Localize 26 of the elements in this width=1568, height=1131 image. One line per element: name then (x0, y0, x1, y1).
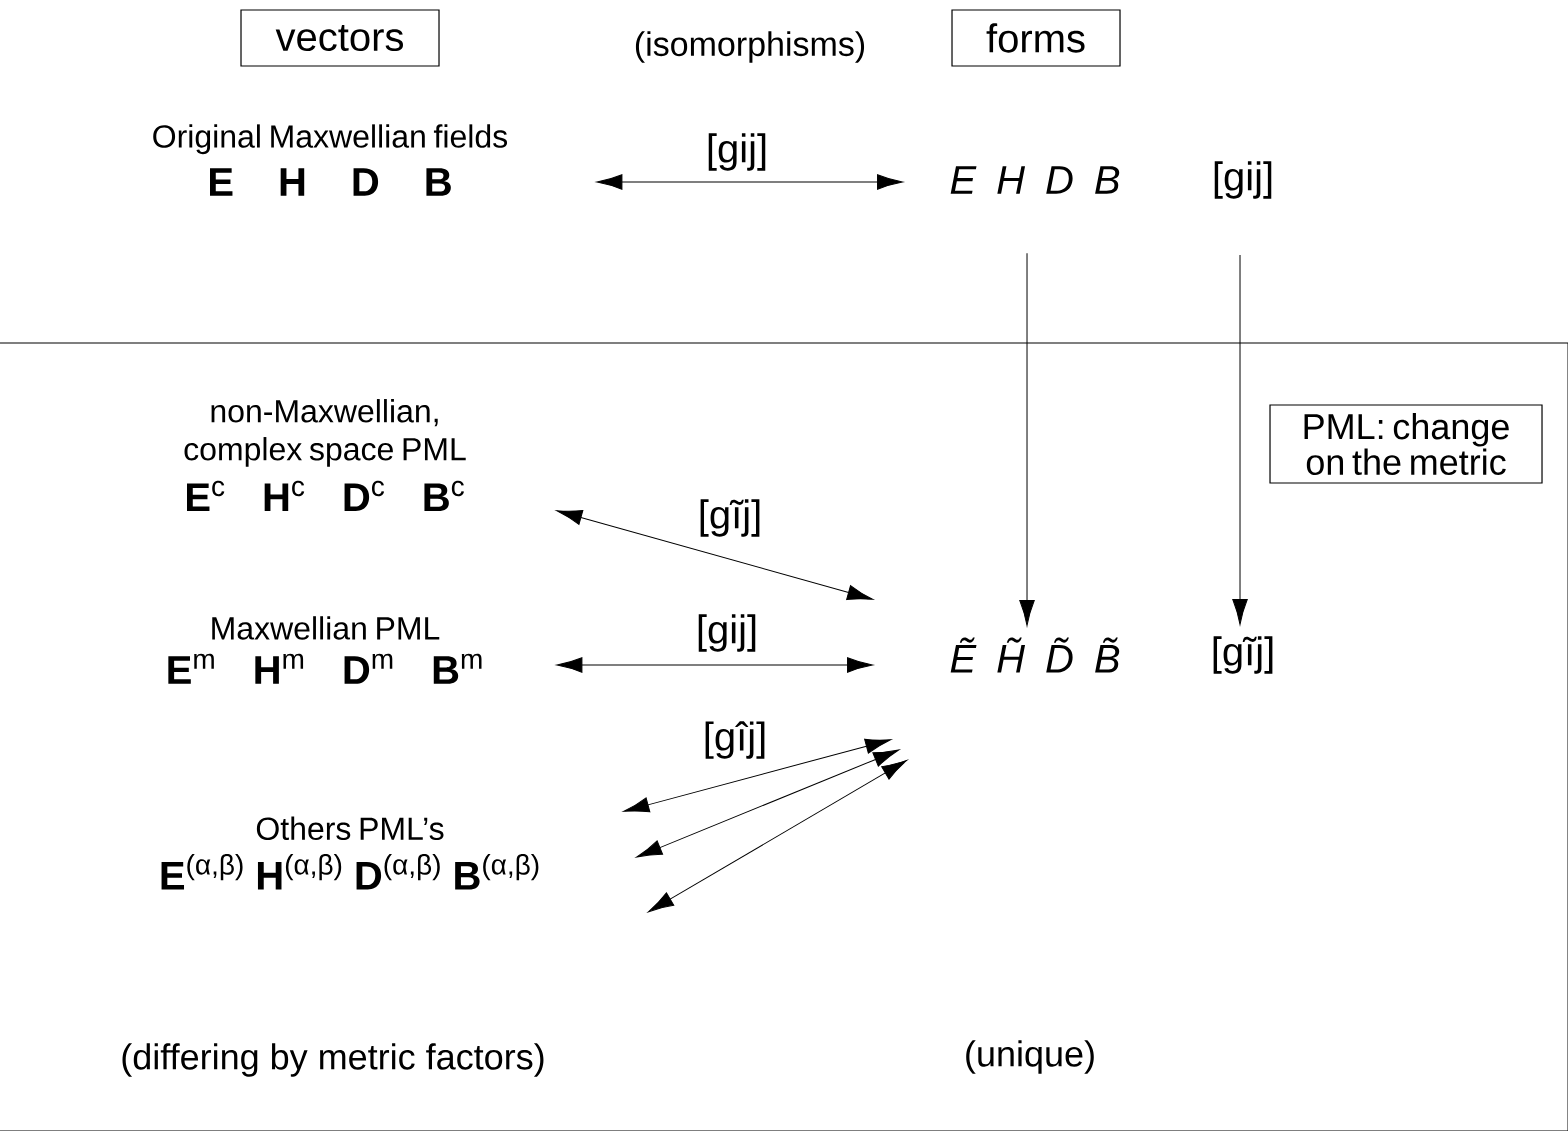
arrow (1019, 252, 1035, 626)
arrow (648, 759, 908, 913)
field-group: Others PML’s E$^{(α,β)}$ H$^{(α,β)}$ D$^{(α,β)}$ B$^{(α,β)}$ (161, 816, 539, 890)
note-text: (isomorphisms) (635, 31, 865, 63)
arrow (556, 510, 873, 601)
form-symbols: E H D B (950, 166, 1120, 194)
arrow (636, 749, 900, 858)
metric-symbol: [gij] (1214, 161, 1272, 199)
note-box: PML: change on the metric (1269, 404, 1543, 484)
arrow (596, 174, 903, 190)
edge-label: [gij] (693, 612, 761, 654)
label-box: vectors (240, 9, 440, 67)
edge-label: [gĩj] (695, 497, 765, 539)
edge-label: [gîj] (700, 719, 770, 761)
label-box: forms (951, 9, 1121, 67)
form-symbols: Ẽ H̃ D̃ B̃ (950, 637, 1120, 673)
field-group: Original Maxwellian fields E H D B (153, 124, 508, 196)
edge-label: [gij] (703, 131, 771, 173)
note-text: (unique) (966, 1040, 1094, 1074)
field-group: non-Maxwellian, complex space PML E$^{c}$ H$^{c}$ D$^{c}$ B$^{c}$ (184, 399, 466, 511)
metric-symbol: [gĩj] (1213, 636, 1273, 674)
note-text: (differing by metric factors) (122, 1043, 544, 1077)
arrow (1232, 254, 1248, 625)
field-group: Maxwellian PML E$^{m}$ H$^{m}$ D$^{m}$ B$^{m}$ (168, 616, 482, 684)
arrow (556, 657, 873, 673)
arrow (623, 738, 891, 813)
